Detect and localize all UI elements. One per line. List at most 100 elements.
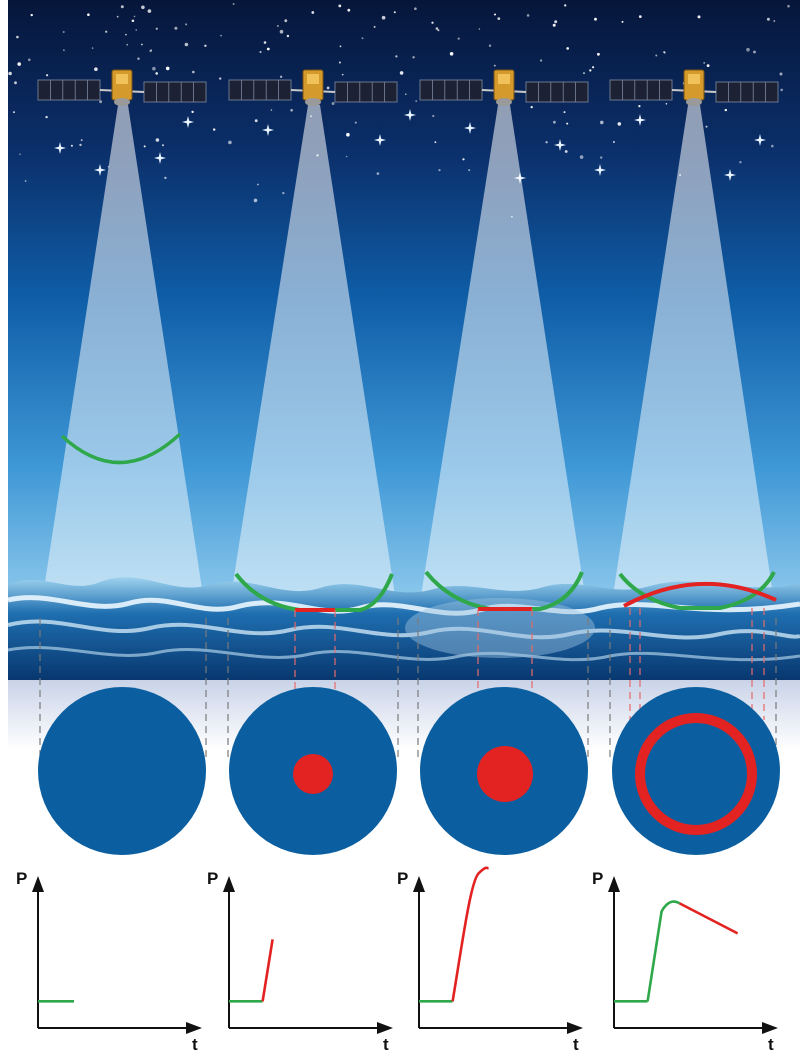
star-icon [589,69,592,72]
star-icon [284,19,288,23]
wavefronts [60,432,777,612]
star-icon [594,164,606,176]
star-icon [663,51,666,54]
star-icon [279,29,284,34]
star-icon [564,4,567,7]
star-icon [45,115,48,119]
star-icon [137,57,140,60]
star-icon [468,169,471,172]
star-icon [174,26,178,30]
axis-label-t: t [192,1035,198,1054]
star-icon [600,120,604,125]
star-icon [754,134,766,146]
star-icon [155,138,160,142]
star-icon [724,108,727,112]
star-icon [753,50,756,54]
star-icon [621,20,624,23]
star-icon [412,56,415,59]
wavefront-1 [60,432,182,465]
star-icon [395,55,398,58]
satellite-icon [37,69,207,106]
star-icon [566,47,569,50]
star-icon [185,23,188,26]
beam-2 [228,105,398,615]
star-icon [373,25,376,28]
star-icon [617,122,622,126]
star-icon [253,198,258,203]
star-icon [213,128,216,131]
star-icon [780,88,783,92]
star-icon [773,20,776,22]
star-icon [165,66,170,71]
star-icon [79,143,82,147]
axis-label-p: P [207,869,218,888]
star-icon [393,11,396,14]
star-icon [552,23,556,27]
star-icon [771,144,774,148]
satellite-icon [228,69,398,106]
star-icon [583,72,585,75]
waveform-graph-1: Pt [16,869,202,1054]
star-icon [435,27,439,30]
star-icon [105,30,108,33]
star-icon [141,5,145,10]
footprint-disc-1 [38,687,206,855]
star-icon [220,34,223,37]
star-icon [133,15,136,18]
satellite-icon [609,69,779,106]
star-icon [63,49,65,52]
star-icon [464,122,476,134]
star-icon [290,108,293,112]
star-icon [437,29,440,32]
star-icon [354,121,357,124]
star-icon [70,144,73,147]
star-icon [597,52,600,56]
star-icon [182,116,194,128]
projection-lines [39,608,777,762]
star-icon [204,44,207,47]
star-icon [554,139,566,151]
star-icon [80,139,83,142]
star-icon [94,164,106,176]
star-icon [162,144,164,147]
star-icon [259,50,262,54]
star-icon [592,66,595,69]
star-icon [415,100,418,102]
star-icon [228,140,232,145]
star-icon [24,180,27,182]
star-icon [270,109,273,111]
axis-label-t: t [383,1035,389,1054]
footprint-spot-3 [477,746,533,802]
star-icon [219,77,222,80]
star-icon [126,43,129,46]
beam-1 [40,105,206,615]
wavefront-4 [618,571,776,610]
waveform-graph-2: Pt [207,869,393,1054]
waveform-graph-4: Pt [592,869,778,1054]
star-icon [338,61,341,64]
star-icon [703,61,706,64]
star-icon [46,74,49,77]
star-icon [155,72,158,75]
star-icon [19,153,21,155]
star-icon [326,86,330,90]
star-icon [545,141,548,144]
star-icon [116,15,119,18]
star-icon [374,134,386,146]
star-icon [600,156,603,159]
star-icon [120,5,124,9]
star-icon [634,114,646,126]
star-icon [184,42,189,47]
star-icon [746,47,750,52]
star-icon [257,183,259,186]
star-icon [540,59,543,62]
star-icon [494,13,496,16]
star-icon [564,150,568,153]
star-icon [143,145,146,148]
star-icon [28,58,31,62]
star-icon [431,21,434,24]
satellites [37,69,779,106]
star-icon [563,111,566,114]
